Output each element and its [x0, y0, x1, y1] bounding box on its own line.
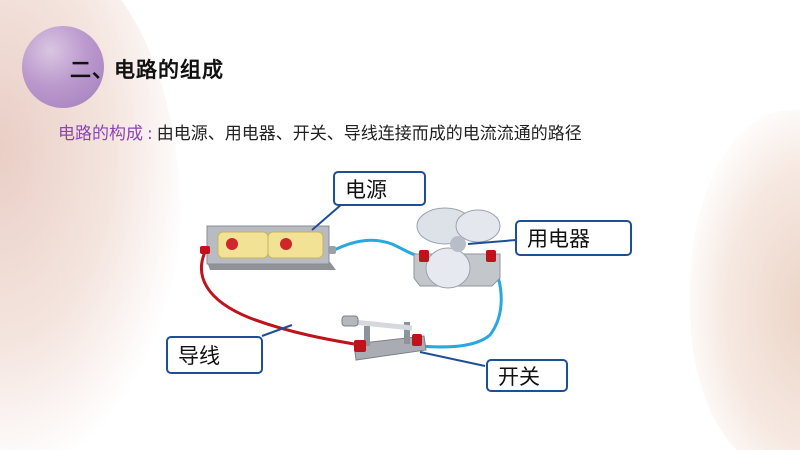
label-switch: 开关 [486, 359, 568, 392]
label-power: 电源 [333, 171, 426, 206]
label-switch-text: 开关 [498, 364, 540, 389]
fan-component [413, 207, 501, 289]
definition-colon: : [147, 124, 153, 144]
pointer-wire [261, 324, 293, 337]
label-appliance-text: 用电器 [527, 227, 590, 251]
blue-wire-fan-switch [419, 257, 503, 349]
definition-line: 电路的构成:由电源、用电器、开关、导线连接而成的电流流通的路径 [58, 119, 582, 144]
red-wire [200, 251, 361, 347]
label-wire: 导线 [166, 336, 263, 374]
definition-term: 电路的构成 [58, 124, 143, 144]
pointer-switch [419, 351, 486, 367]
pointer-power [311, 203, 343, 231]
label-appliance: 用电器 [515, 220, 632, 256]
section-heading: 二、电路的组成 [70, 58, 224, 82]
blue-wire-battery-fan [329, 238, 421, 258]
definition-text: 由电源、用电器、开关、导线连接而成的电流流通的路径 [156, 124, 582, 144]
label-power-text: 电源 [345, 177, 387, 202]
switch-component [341, 315, 427, 361]
battery-component [200, 225, 336, 270]
heading-decor-circle [22, 26, 104, 108]
label-wire-text: 导线 [178, 344, 220, 368]
pointer-appliance [467, 239, 517, 245]
